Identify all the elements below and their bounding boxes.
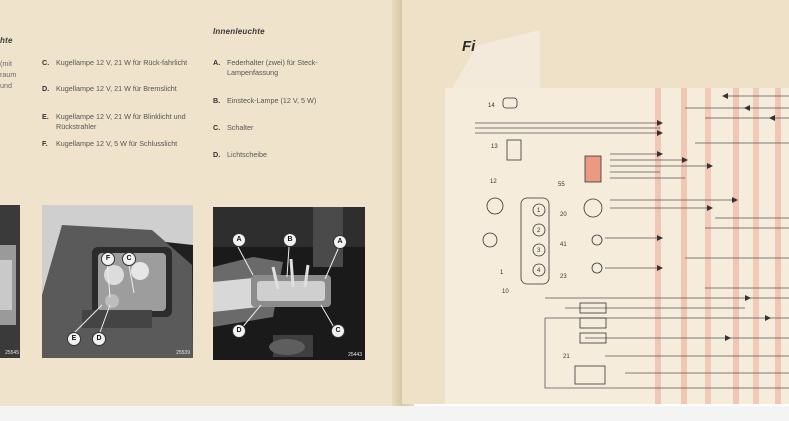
connector-3: 3 (537, 248, 541, 254)
callout-d: D (232, 324, 246, 338)
partial-line-2: raum (0, 70, 17, 79)
item-letter: F. (42, 139, 48, 148)
callout-f: F (101, 252, 115, 266)
callout-d: D (92, 332, 106, 346)
label-21: 21 (563, 354, 570, 360)
label-12: 12 (490, 179, 497, 185)
rear-light-item-d: D. Kugellampe 12 V, 21 W für Bremslicht (42, 84, 202, 94)
label-1: 1 (500, 270, 504, 276)
interior-item-b: B. Einsteck-Lampe (12 V, 5 W) (213, 96, 373, 106)
item-text: Kugellampe 12 V, 21 W für Bremslicht (56, 84, 177, 93)
callout-c: C (122, 252, 136, 266)
item-letter: D. (42, 84, 50, 93)
callout-a-right: A (333, 235, 347, 249)
interior-light-heading: Innenleuchte (213, 27, 265, 36)
photo-interior-light: A B A D C 25443 (213, 207, 365, 360)
item-text: Kugellampe 12 V, 5 W für Schlusslicht (56, 139, 178, 148)
photo-rear-light-bulbs: F C E D 25539 (42, 205, 193, 358)
callout-c: C (331, 324, 345, 338)
label-10: 10 (502, 289, 509, 295)
item-text: Kugellampe 12 V, 21 W für Rück-fahrlicht (56, 58, 188, 67)
callout-b: B (283, 233, 297, 247)
label-13: 13 (491, 144, 498, 150)
connector-1: 1 (537, 208, 541, 214)
item-text: Schalter (227, 123, 254, 132)
wiring-diagram-drawing: 14 13 55 20 41 23 1 2 3 4 (475, 88, 789, 404)
photo-number: 25443 (348, 352, 362, 358)
figure-heading: Fi (462, 38, 476, 55)
item-letter: D. (213, 150, 221, 159)
label-41: 41 (560, 242, 567, 248)
interior-item-d: D. Lichtscheibe (213, 150, 373, 160)
photo-2-illustration (42, 205, 193, 358)
item-text: Lichtscheibe (227, 150, 267, 159)
label-55: 55 (558, 182, 565, 188)
item-text: Federhalter (zwei) für Steck-Lampenfassu… (227, 58, 318, 77)
interior-item-a: A. Federhalter (zwei) für Steck-Lampenfas… (213, 58, 373, 78)
wiring-diagram: 14 13 55 20 41 23 1 2 3 4 (445, 88, 789, 404)
item-letter: C. (42, 58, 50, 67)
connector-2: 2 (537, 228, 541, 234)
item-letter: B. (213, 96, 221, 105)
item-letter: C. (213, 123, 221, 132)
photo-number: 25539 (176, 350, 190, 356)
rear-light-item-e: E. Kugellampe 12 V, 21 W für Blinklicht u… (42, 112, 202, 132)
item-text: Einsteck-Lampe (12 V, 5 W) (227, 96, 317, 105)
label-14: 14 (488, 103, 495, 109)
label-23: 23 (560, 274, 567, 280)
photo-rear-light-housing: 25545 (0, 205, 20, 358)
label-20: 20 (560, 212, 567, 218)
connector-4: 4 (537, 268, 541, 274)
rear-light-item-f: F. Kugellampe 12 V, 5 W für Schlusslicht (42, 139, 202, 149)
callout-a-left: A (232, 233, 246, 247)
partial-section-heading: hte (0, 36, 13, 45)
interior-item-c: C. Schalter (213, 123, 373, 133)
partial-line-3: und (0, 81, 12, 90)
item-letter: E. (42, 112, 49, 121)
left-page: hte (mit raum und C. Kugellampe 12 V, 21 … (0, 0, 400, 408)
item-letter: A. (213, 58, 221, 67)
item-text: Kugellampe 12 V, 21 W für Blinklicht und… (56, 112, 186, 131)
callout-e: E (67, 332, 81, 346)
photo-number: 25545 (5, 350, 19, 356)
partial-line-1: (mit (0, 59, 12, 68)
photo-1-illustration (0, 205, 20, 358)
rear-light-item-c: C. Kugellampe 12 V, 21 W für Rück-fahrlic… (42, 58, 202, 68)
background-strip (0, 406, 789, 421)
